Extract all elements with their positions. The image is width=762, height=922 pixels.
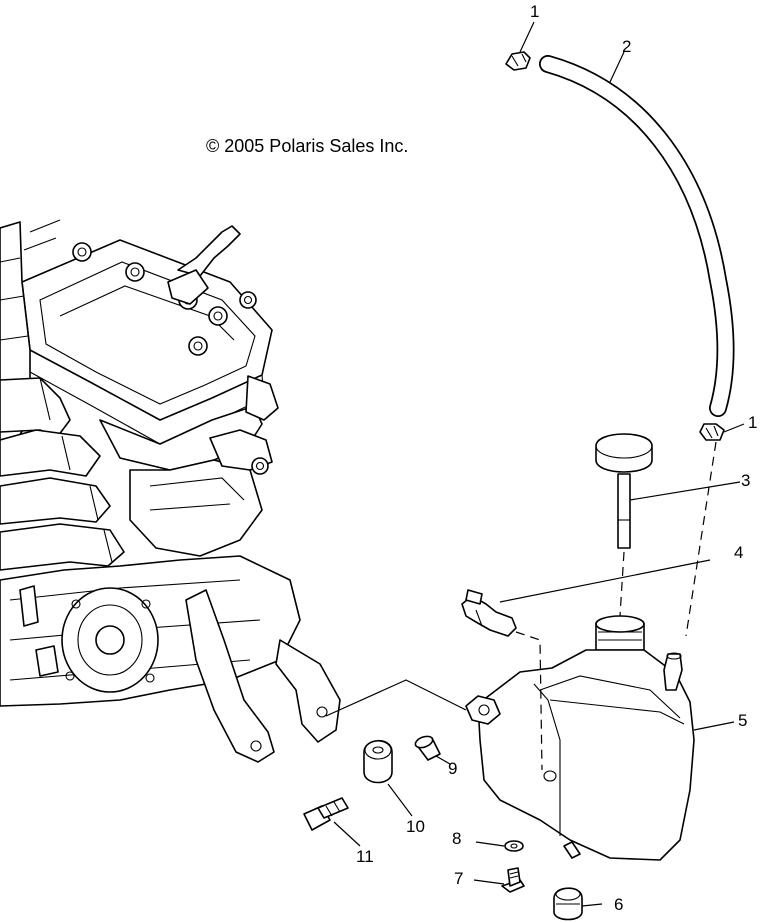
hose-clamp-top <box>505 51 531 71</box>
engine-assembly <box>0 219 341 763</box>
leader-lines <box>325 21 745 907</box>
callout-3: 3 <box>741 471 750 490</box>
level-sensor <box>461 589 517 637</box>
spacer <box>414 735 441 761</box>
callout-labels: 1 2 1 3 4 5 6 7 8 9 10 11 <box>356 2 757 914</box>
vent-hose <box>539 55 735 417</box>
bushing <box>363 739 393 784</box>
callout-10: 10 <box>406 817 425 836</box>
callout-9: 9 <box>448 759 457 778</box>
callout-1-top: 1 <box>530 2 539 21</box>
hex-bolt <box>303 797 349 831</box>
flange-bolt <box>501 867 525 893</box>
hose-clamp-lower <box>699 423 725 441</box>
callout-4: 4 <box>734 543 743 562</box>
callout-11: 11 <box>356 847 374 866</box>
callout-2: 2 <box>622 37 631 56</box>
copyright-text: © 2005 Polaris Sales Inc. <box>206 136 408 156</box>
washer <box>504 840 524 852</box>
callout-1-lower: 1 <box>748 413 757 432</box>
callout-7: 7 <box>454 869 463 888</box>
coolant-reservoir <box>465 615 695 861</box>
callout-5: 5 <box>738 711 747 730</box>
callout-6: 6 <box>614 895 623 914</box>
grommet <box>553 887 583 921</box>
dipstick-cap <box>595 433 653 549</box>
callout-8: 8 <box>452 829 461 848</box>
